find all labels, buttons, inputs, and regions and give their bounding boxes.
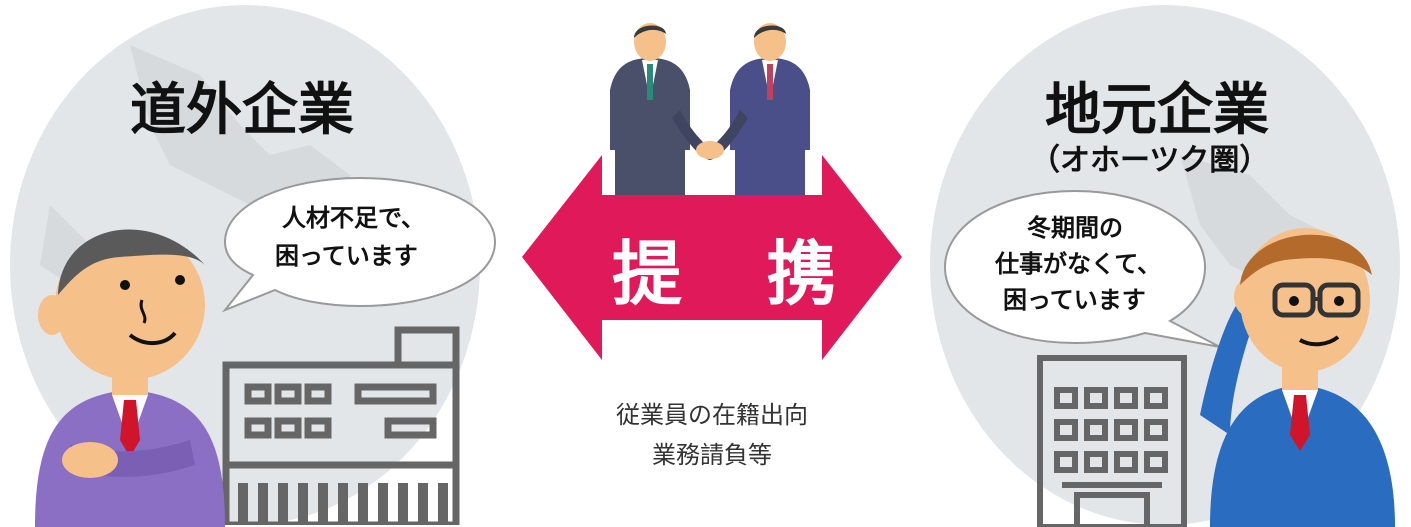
partnership-double-arrow <box>522 155 902 360</box>
right-speech-line3: 困っています <box>1003 286 1146 314</box>
right-speech-line1: 冬期間の <box>1027 214 1123 242</box>
caption-line1: 従業員の在籍出向 <box>616 401 808 429</box>
right-businessman-illustration <box>1200 228 1395 527</box>
right-company-title: 地元企業 <box>1045 78 1269 143</box>
left-businessman-illustration <box>35 229 225 527</box>
right-speech-line2: 仕事がなくて、 <box>995 250 1162 278</box>
left-building-icon <box>222 326 460 525</box>
left-speech-bubble <box>221 176 497 313</box>
right-building-icon <box>1037 355 1187 527</box>
handshake-illustration <box>610 23 810 200</box>
right-speech-bubble <box>943 189 1221 348</box>
caption-line2: 業務請負等 <box>652 441 772 469</box>
left-speech-line1: 人材不足で、 <box>282 204 426 232</box>
right-company-subtitle: （オホーツク圏） <box>1030 143 1270 178</box>
partnership-label: 提 携 <box>612 233 867 315</box>
left-company-title: 道外企業 <box>130 78 354 143</box>
left-speech-line2: 困っています <box>275 242 418 270</box>
